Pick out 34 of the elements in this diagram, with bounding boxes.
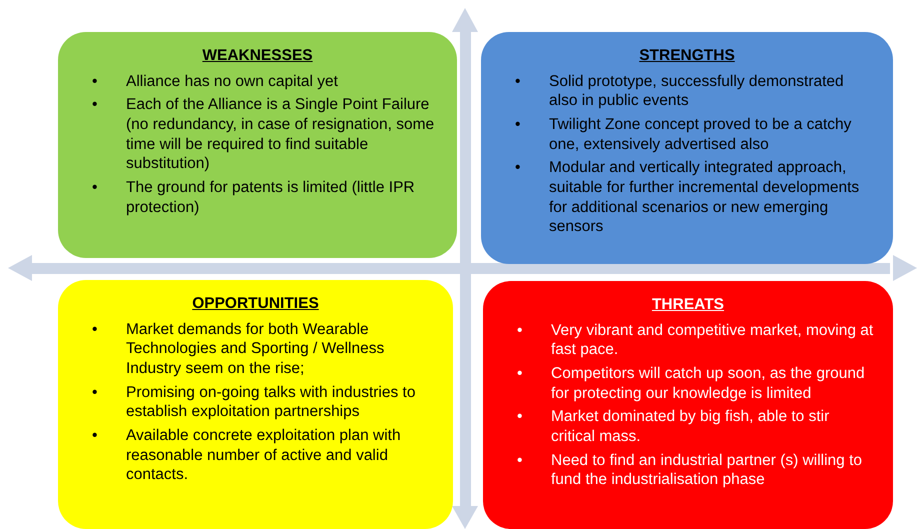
bullet-item: Available concrete exploitation plan with reasonable number of active and valid contacts. [126, 427, 401, 484]
bullet-item: Each of the Alliance is a Single Point Failure (no redundancy, in case of resignation, some time will be required to find suitable substitution) [126, 96, 434, 172]
opportunities-panel [58, 280, 453, 529]
bullet-item: Very vibrant and competitive market, moving at fast pace. [551, 322, 874, 358]
bullet-marker: • [515, 72, 520, 92]
bullet-marker: • [92, 72, 98, 92]
bullet-item: Competitors will catch up soon, as the ground for protecting our knowledge is limited [551, 365, 865, 402]
bullet-item: Market dominated by big fish, able to stir critical mass. [551, 408, 830, 446]
bullet-marker: • [92, 95, 98, 116]
bullet-marker: • [517, 450, 522, 470]
quadrant-heading: THREATS [650, 295, 726, 315]
bullet-item: Modular and vertically integrated approach, suitable for further incremental developments for additional scenarios or new emerging sensors [549, 159, 860, 236]
bullet-marker: • [515, 115, 520, 135]
quadrant-heading: STRENGTHS [638, 46, 736, 66]
bullet-marker: • [92, 178, 98, 198]
bullet-item: Promising on-going talks with industries to establish exploitation partnerships [126, 384, 416, 420]
bullet-item: Need to find an industrial partner (s) willing to fund the industrialisation phase [551, 452, 862, 488]
strengths-panel [481, 32, 893, 264]
bullet-item: Solid prototype, successfully demonstrated also in public events [549, 72, 844, 110]
weaknesses-panel [58, 32, 457, 258]
bullet-item: Market demands for both Wearable Technologies and Sporting / Wellness Industry seem on the rise; [126, 320, 384, 378]
bullet-item: Twilight Zone concept proved to be a catchy one, extensively advertised also [549, 116, 852, 153]
bullet-marker: • [515, 158, 520, 178]
bullet-marker: • [517, 320, 522, 340]
bullet-marker: • [517, 364, 522, 384]
quadrant-heading: OPPORTUNITIES [191, 294, 320, 314]
bullet-marker: • [92, 382, 98, 402]
quadrant-heading: WEAKNESSES [201, 46, 314, 66]
bullet-marker: • [517, 407, 522, 428]
threats-panel [483, 281, 893, 529]
bullet-marker: • [92, 426, 98, 446]
bullet-item: The ground for patents is limited (little IPR protection) [126, 179, 415, 216]
bullet-item: Alliance has no own capital yet [126, 72, 338, 90]
bullet-marker: • [92, 320, 98, 340]
